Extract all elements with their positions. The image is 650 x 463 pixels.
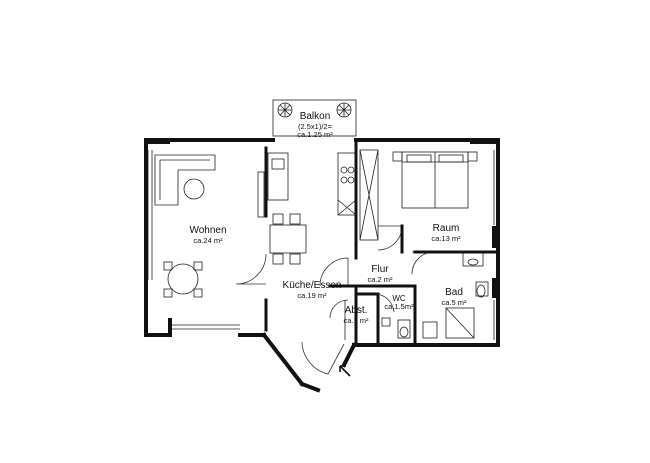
room-label-kueche: Küche/Essen ca.19 m² — [272, 280, 352, 300]
room-area: ca.1.5m² — [384, 302, 414, 312]
bathroom-fixtures — [422, 252, 489, 339]
window — [147, 150, 153, 215]
nightstand — [467, 151, 478, 162]
room-name: WC — [392, 294, 406, 303]
room-label-abst: Abst. ca.1 m² — [336, 305, 376, 325]
bed — [401, 151, 469, 209]
window — [147, 215, 153, 280]
room-area: ca.13 m² — [431, 233, 461, 243]
room-label-wohnen: Wohnen ca.24 m² — [180, 225, 236, 245]
room-label-bad: Bad ca.5 m² — [432, 287, 476, 307]
room-area: ca.24 m² — [193, 235, 223, 245]
wc-fixtures — [381, 317, 411, 339]
exterior-walls — [144, 138, 500, 393]
room-name: Balkon — [299, 111, 331, 122]
room-name: Raum — [432, 223, 460, 234]
room-formula: (2.5x1)/2= — [298, 121, 332, 131]
room-name: Flur — [371, 264, 389, 275]
kitchen-counter — [267, 152, 357, 216]
room-name: Bad — [445, 287, 463, 298]
window — [170, 324, 240, 330]
wardrobe — [359, 149, 379, 241]
room-area: ca.1 m² — [343, 315, 369, 325]
room-name: Küche/Essen — [282, 280, 342, 291]
sideboard — [257, 171, 265, 218]
room-name: Wohnen — [189, 225, 227, 236]
nightstand — [392, 151, 403, 162]
room-label-flur: Flur ca.2 m² — [362, 264, 398, 284]
interior-walls — [264, 138, 500, 347]
room-area: ca.1.25 m² — [297, 130, 333, 140]
plant-icon — [277, 102, 293, 118]
room-name: Abst. — [344, 305, 368, 316]
room-area: ca.5 m² — [441, 297, 467, 307]
balcony — [272, 99, 357, 137]
room-label-raum: Raum ca.13 m² — [421, 223, 471, 243]
dining-table-wohnen — [163, 261, 203, 298]
room-label-balkon: Balkon (2.5x1)/2= ca.1.25 m² — [282, 111, 348, 140]
room-area: ca.2 m² — [367, 274, 393, 284]
room-area: ca.19 m² — [297, 290, 327, 300]
entrance-arrow-icon — [339, 365, 351, 377]
room-label-wc: WC ca.1.5m² — [380, 294, 418, 312]
sofa — [154, 154, 216, 206]
plant-icon — [336, 102, 352, 118]
dining-table-kueche — [269, 213, 307, 265]
